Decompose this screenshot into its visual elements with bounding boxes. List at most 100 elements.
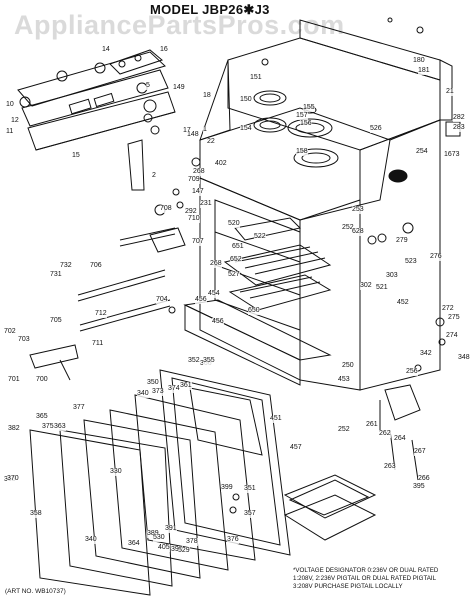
part-callout: 357 <box>244 510 256 518</box>
part-callout: 350 <box>147 379 159 387</box>
voltage-note-line-2: 1:208V, 2:236V PIGTAIL OR DUAL RATED PIG… <box>293 575 437 582</box>
part-callout: 275 <box>448 314 460 322</box>
part-callout: 523 <box>405 258 417 266</box>
lower-drawer <box>183 299 332 386</box>
part-callout: 402 <box>215 160 227 168</box>
part-callout: 701 <box>8 376 20 384</box>
part-callout: 348 <box>458 354 470 362</box>
part-callout: 363 <box>54 423 66 431</box>
part-callout: 5 <box>146 82 150 90</box>
voltage-note-line-3: 3:208V PURCHASE PIGTAIL LOCALLY <box>293 583 403 590</box>
part-callout: 253 <box>352 206 364 214</box>
part-callout: 707 <box>192 238 204 246</box>
part-callout: 272 <box>442 305 454 313</box>
part-callout: 231 <box>200 200 212 208</box>
part-callout: 18 <box>203 92 211 100</box>
part-callout: 365 <box>36 413 48 421</box>
part-callout: 274 <box>446 332 458 340</box>
note-text-1: VOLTAGE DESIGNATOR 0:236V OR DUAL RATED <box>295 567 439 574</box>
part-callout: 393 <box>171 546 183 554</box>
part-callout: 11 <box>6 128 14 136</box>
part-callout: 700 <box>36 376 48 384</box>
part-callout: 731 <box>50 271 62 279</box>
voltage-note-line-1: *VOLTAGE DESIGNATOR 0:236V OR DUAL RATED <box>293 567 439 574</box>
part-callout: 358 <box>30 510 42 518</box>
part-callout: 389 <box>147 530 159 538</box>
part-callout: 150 <box>240 96 252 104</box>
part-callout: 704 <box>156 296 168 304</box>
part-callout: 268 <box>210 260 222 268</box>
part-callout: 268 <box>193 168 205 176</box>
part-callout: 373 <box>152 388 164 396</box>
part-callout: 302 <box>360 282 372 290</box>
part-callout: 151 <box>250 74 262 82</box>
part-callout: 1673 <box>444 151 460 159</box>
part-callout: 522 <box>254 233 266 241</box>
part-callout: 702 <box>4 328 16 336</box>
part-callout: 391 <box>165 525 177 533</box>
part-callout: 21 <box>446 88 454 96</box>
part-callout: 181 <box>418 67 430 75</box>
part-callout: 156 <box>300 120 312 128</box>
part-callout: 451 <box>270 415 282 423</box>
part-callout: 710 <box>188 215 200 223</box>
part-callout: 17 <box>183 127 191 135</box>
part-callout: 155 <box>303 104 315 112</box>
part-callout: 148 <box>187 131 199 139</box>
part-callout: 711 <box>92 340 104 348</box>
part-callout: 382 <box>8 425 20 433</box>
side-trim <box>127 139 145 191</box>
oven-racks <box>223 217 332 311</box>
part-callout: 22 <box>207 138 215 146</box>
part-callout: 405 <box>158 544 170 552</box>
asterisk-glyph: ✱ <box>243 2 255 17</box>
part-callout: 374 <box>168 385 180 393</box>
surface-burners <box>253 90 408 183</box>
part-callout: 652 <box>230 256 242 264</box>
part-callout: 521 <box>376 284 388 292</box>
part-callout: 452 <box>397 299 409 307</box>
part-callout: 377 <box>73 404 85 412</box>
control-panel <box>17 51 176 151</box>
part-callout: 15 <box>72 152 80 160</box>
part-callout: 520 <box>228 220 240 228</box>
part-callout: 267 <box>414 448 426 456</box>
part-callout: 252 <box>338 426 350 434</box>
part-callout: 352 <box>188 357 200 365</box>
part-callout: 303 <box>386 272 398 280</box>
part-callout: 250 <box>342 362 354 370</box>
part-callout: 154 <box>240 125 252 133</box>
part-callout: 705 <box>50 317 62 325</box>
part-callout: 703 <box>18 336 30 344</box>
part-callout: 361 <box>180 382 192 390</box>
part-callout: 454 <box>208 290 220 298</box>
part-callout: 457 <box>290 444 302 452</box>
watermark: AppliancePartsPros.com <box>14 10 345 40</box>
part-callout: 732 <box>60 262 72 270</box>
clock-panel <box>109 49 164 75</box>
model-title: MODEL JBP26✱J3 <box>150 2 270 18</box>
part-callout: 10 <box>6 101 14 109</box>
part-callout: 375 <box>42 423 54 431</box>
model-title-text: MODEL JBP26 <box>150 2 244 17</box>
part-callout: 252 <box>342 224 354 232</box>
part-callout: 2 <box>152 172 156 180</box>
part-callout: 399 <box>221 484 233 492</box>
art-number: (ART NO. WB10737) <box>5 588 66 595</box>
part-callout: 709 <box>188 176 200 184</box>
part-callout: 453 <box>338 376 350 384</box>
part-callout: 1 <box>203 126 207 134</box>
side-rails <box>29 227 186 381</box>
backguard <box>299 19 461 137</box>
part-callout: 376 <box>227 536 239 544</box>
part-callout: 254 <box>416 148 428 156</box>
fasteners <box>154 17 446 514</box>
part-callout: 651 <box>232 243 244 251</box>
part-callout: 351 <box>244 485 256 493</box>
part-callout: 263 <box>384 463 396 471</box>
part-callout: 147 <box>192 188 204 196</box>
part-callout: 378 <box>186 538 198 546</box>
part-callout: 530 <box>153 534 165 542</box>
